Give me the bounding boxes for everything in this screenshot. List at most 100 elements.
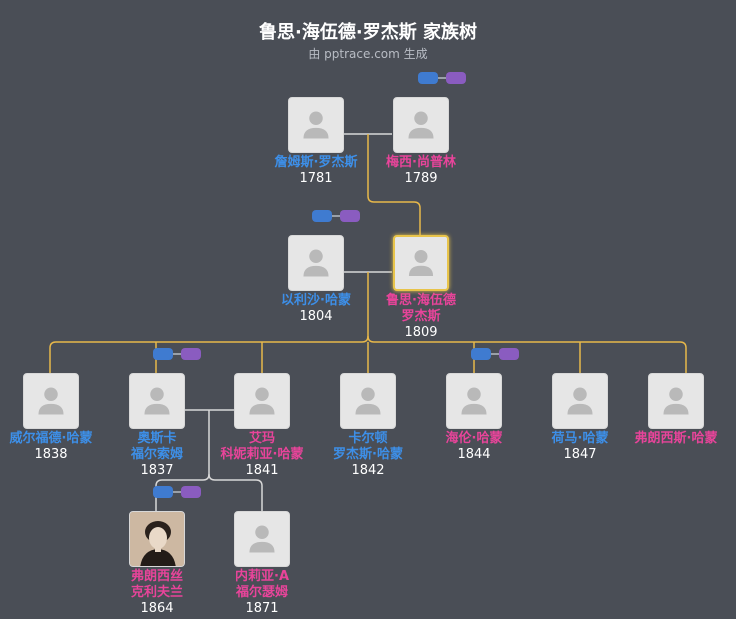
silhouette-body [663, 403, 689, 415]
person-silhouette-icon [249, 525, 275, 553]
person-node[interactable]: 弗朗西斯·哈蒙 [616, 373, 736, 447]
birth-year: 1871 [245, 601, 279, 616]
person-silhouette-icon [408, 250, 434, 276]
silhouette-body [249, 403, 275, 415]
silhouette-head [309, 249, 323, 263]
husband-pill [471, 348, 491, 360]
silhouette-body [38, 403, 64, 415]
silhouette-head [414, 111, 428, 125]
person-name: 鲁思·海伍德 罗杰斯 [386, 293, 456, 324]
birth-year: 1864 [140, 601, 174, 616]
silhouette-head [573, 387, 587, 401]
silhouette-head [150, 387, 164, 401]
birth-year: 1847 [563, 447, 597, 462]
person-silhouette-icon [303, 111, 329, 139]
avatar [393, 97, 449, 153]
avatar [288, 97, 344, 153]
birth-year: 1781 [299, 171, 333, 186]
avatar [234, 511, 290, 567]
avatar [446, 373, 502, 429]
descent-line [367, 134, 421, 236]
badge-connector [491, 353, 499, 355]
silhouette-head [361, 387, 375, 401]
avatar [393, 235, 449, 291]
person-silhouette-icon [461, 387, 487, 415]
person-name: 威尔福德·哈蒙 [9, 431, 93, 446]
person-silhouette-icon [303, 249, 329, 277]
birth-year: 1809 [404, 325, 438, 340]
portrait-photo [129, 511, 185, 567]
person-node[interactable]: 奥斯卡 福尔索姆 1837 [97, 373, 217, 479]
person-node[interactable]: 内莉亚·A 福尔瑟姆 1871 [202, 511, 322, 617]
silhouette-head [255, 525, 269, 539]
badge-connector [173, 491, 181, 493]
person-node[interactable]: 海伦·哈蒙 1844 [414, 373, 534, 463]
person-name: 弗朗西丝 克利夫兰 [130, 569, 183, 600]
silhouette-body [303, 265, 329, 277]
person-node[interactable]: 艾玛 科妮莉亚·哈蒙 1841 [202, 373, 322, 479]
birth-year: 1844 [457, 447, 491, 462]
person-silhouette-icon [38, 387, 64, 415]
person-name: 荷马·哈蒙 [551, 431, 609, 446]
birth-year: 1838 [34, 447, 68, 462]
wife-pill [340, 210, 360, 222]
marriage-badge[interactable] [471, 348, 525, 362]
person-silhouette-icon [408, 111, 434, 139]
person-silhouette-icon [567, 387, 593, 415]
birth-year: 1837 [140, 463, 174, 478]
person-node[interactable]: 梅西·尚普林 1789 [361, 97, 481, 187]
person-node[interactable]: 以利沙·哈蒙 1804 [256, 235, 376, 325]
wife-pill [181, 486, 201, 498]
avatar [648, 373, 704, 429]
husband-pill [312, 210, 332, 222]
person-node[interactable]: 卡尔顿 罗杰斯·哈蒙 1842 [308, 373, 428, 479]
person-name: 奥斯卡 福尔索姆 [130, 431, 183, 462]
husband-pill [153, 348, 173, 360]
person-silhouette-icon [249, 387, 275, 415]
marriage-badge[interactable] [153, 486, 207, 500]
silhouette-head [467, 387, 481, 401]
birth-year: 1804 [299, 309, 333, 324]
person-node[interactable]: 荷马·哈蒙 1847 [520, 373, 640, 463]
silhouette-head [44, 387, 58, 401]
person-silhouette-icon [355, 387, 381, 415]
wife-pill [446, 72, 466, 84]
avatar [23, 373, 79, 429]
marriage-badge[interactable] [153, 348, 207, 362]
person-name: 卡尔顿 罗杰斯·哈蒙 [333, 431, 403, 462]
silhouette-head [309, 111, 323, 125]
person-name: 以利沙·哈蒙 [281, 293, 351, 308]
page-subtitle: 由 pptrace.com 生成 [308, 47, 428, 61]
silhouette-body [408, 127, 434, 139]
silhouette-body [355, 403, 381, 415]
page-title: 鲁思·海伍德·罗杰斯 家族树 [259, 22, 477, 43]
person-node[interactable]: 弗朗西丝 克利夫兰 1864 [97, 511, 217, 617]
birth-year: 1842 [351, 463, 385, 478]
badge-connector [438, 77, 446, 79]
person-node[interactable]: 威尔福德·哈蒙 1838 [0, 373, 111, 463]
marriage-badge[interactable] [312, 210, 366, 224]
silhouette-head [414, 250, 428, 263]
husband-pill [153, 486, 173, 498]
avatar [288, 235, 344, 291]
person-name: 艾玛 科妮莉亚·哈蒙 [220, 431, 304, 462]
avatar [552, 373, 608, 429]
person-node[interactable]: 詹姆斯·罗杰斯 1781 [256, 97, 376, 187]
birth-year: 1789 [404, 171, 438, 186]
silhouette-body [408, 265, 434, 276]
avatar [234, 373, 290, 429]
marriage-badge[interactable] [418, 72, 472, 86]
person-silhouette-icon [663, 387, 689, 415]
person-name: 内莉亚·A 福尔瑟姆 [235, 569, 289, 600]
person-node-focus[interactable]: 鲁思·海伍德 罗杰斯 1809 [361, 235, 481, 341]
birth-year: 1841 [245, 463, 279, 478]
person-name: 梅西·尚普林 [386, 155, 456, 170]
silhouette-body [144, 403, 170, 415]
badge-connector [173, 353, 181, 355]
silhouette-body [249, 541, 275, 553]
portrait-image [130, 512, 184, 566]
silhouette-body [461, 403, 487, 415]
avatar [129, 373, 185, 429]
